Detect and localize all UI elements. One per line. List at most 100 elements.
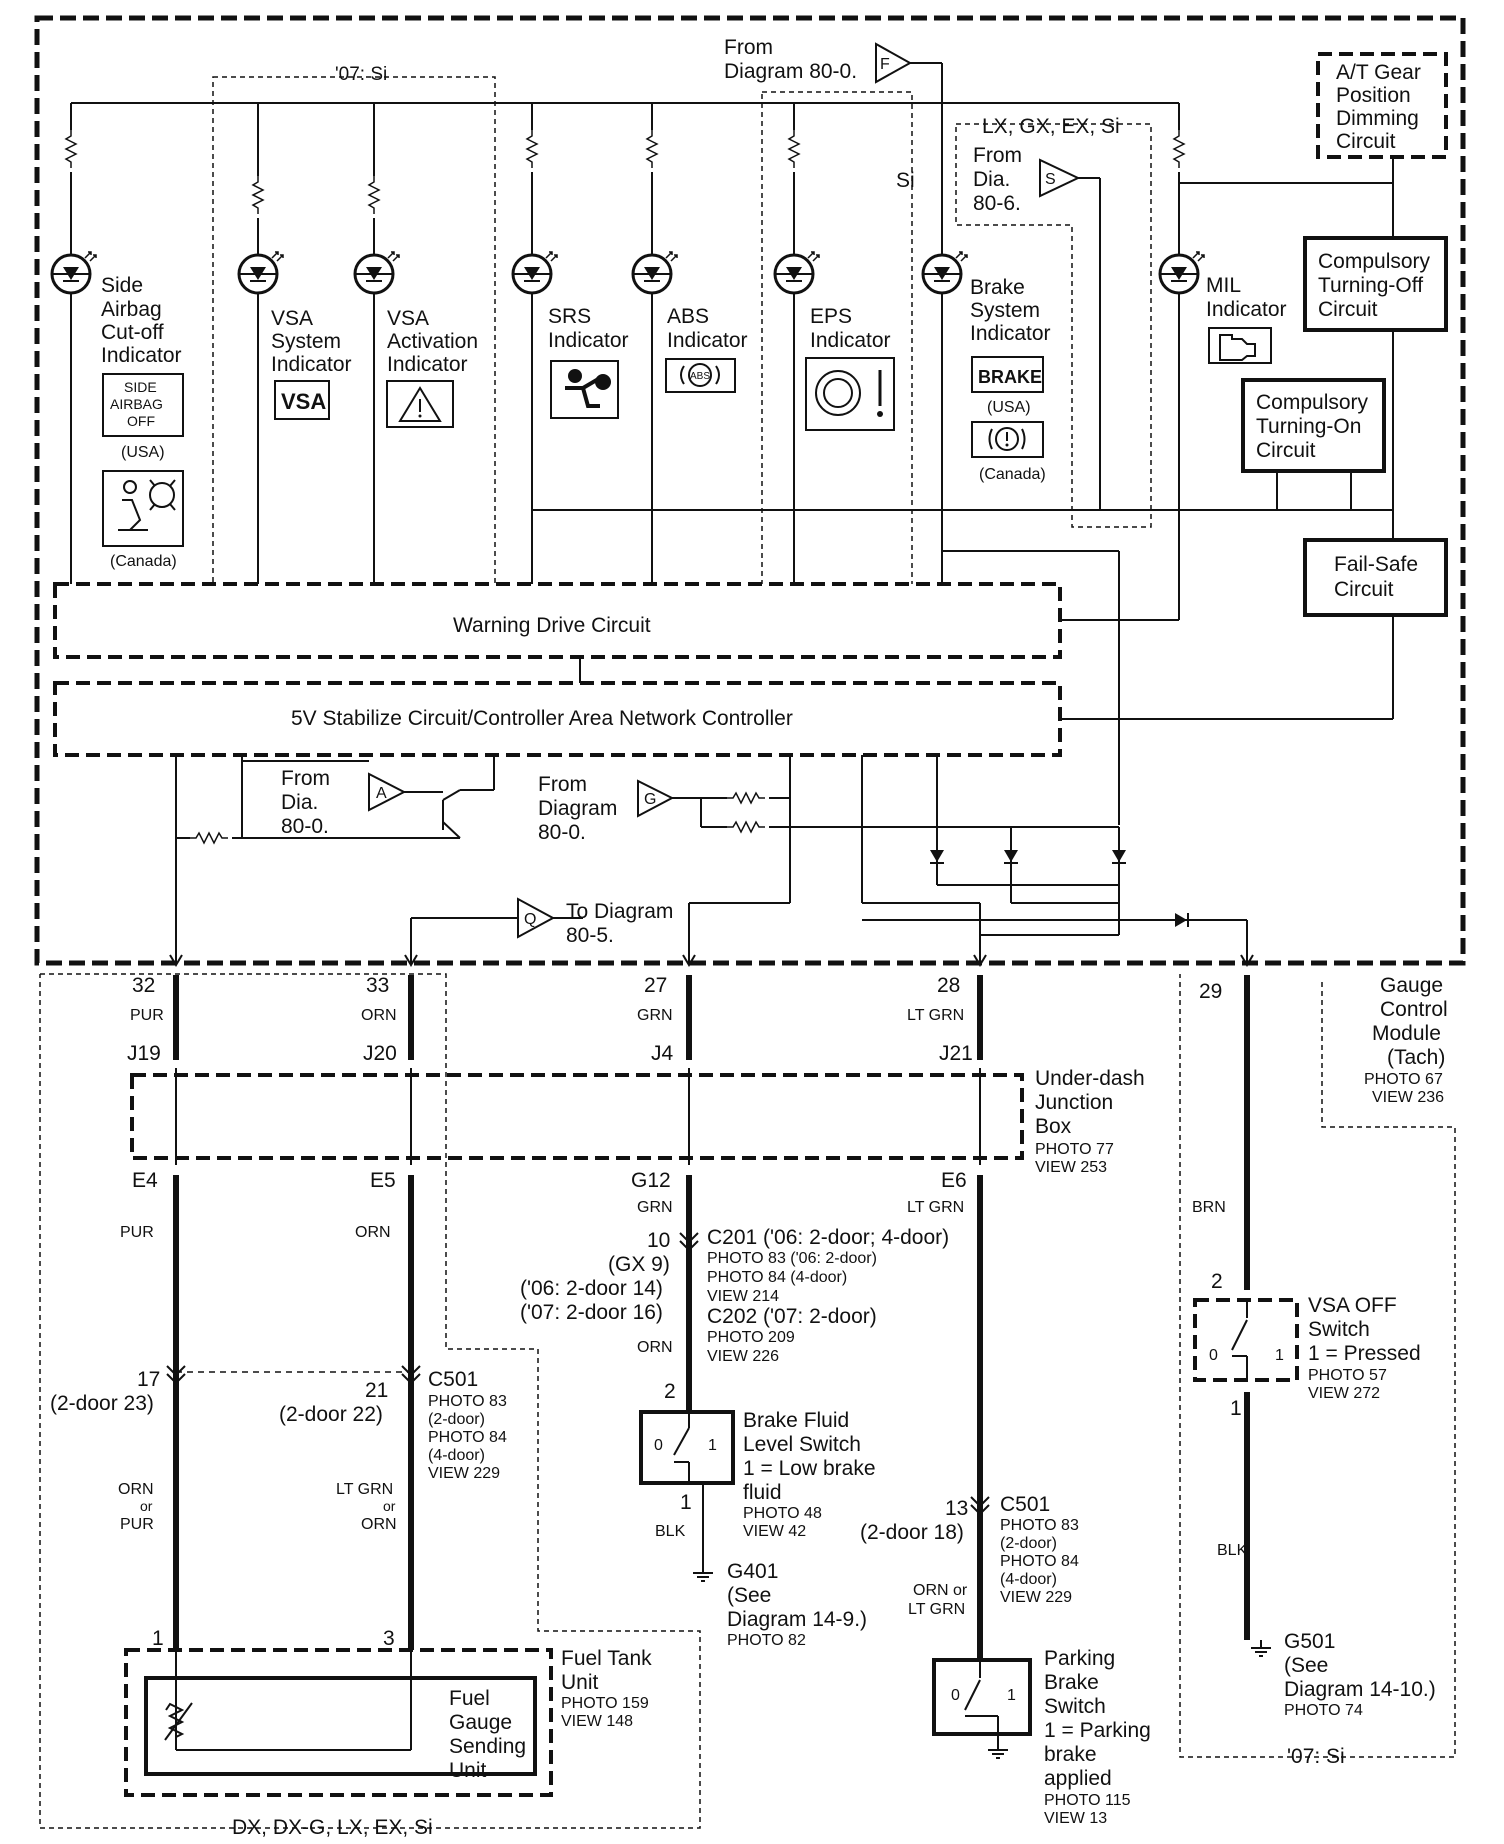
svg-text:ABS: ABS — [667, 305, 709, 328]
warning-drive-circuit: Warning Drive Circuit — [53, 582, 1062, 659]
connector-c501-left: 17 (2-door 23) 21 (2-door 22) C501 PHOTO… — [50, 1365, 507, 1482]
svg-text:Brake: Brake — [970, 276, 1025, 299]
svg-text:BRN: BRN — [1192, 1199, 1226, 1216]
svg-text:brake: brake — [1044, 1743, 1097, 1766]
svg-text:Indicator: Indicator — [667, 329, 748, 352]
svg-text:Circuit: Circuit — [1256, 439, 1316, 462]
svg-text:PHOTO 83: PHOTO 83 — [1000, 1517, 1079, 1534]
svg-text:A: A — [376, 785, 387, 802]
svg-text:Diagram 80-0.: Diagram 80-0. — [724, 60, 857, 83]
svg-text:Side: Side — [101, 274, 143, 297]
svg-text:Brake: Brake — [1044, 1671, 1099, 1694]
svg-text:System: System — [970, 299, 1040, 322]
col-vsa-system — [237, 103, 285, 584]
svg-text:E4: E4 — [132, 1169, 158, 1192]
svg-text:(2-door 22): (2-door 22) — [279, 1403, 383, 1426]
col-brake — [921, 103, 969, 584]
svg-text:PHOTO 48: PHOTO 48 — [743, 1505, 822, 1522]
ref-a: A From Dia. 80-0. — [242, 755, 495, 839]
svg-text:PUR: PUR — [120, 1224, 154, 1241]
svg-text:1: 1 — [708, 1437, 717, 1454]
svg-text:Indicator: Indicator — [1206, 298, 1287, 321]
stabilize-can-circuit: 5V Stabilize Circuit/Controller Area Net… — [53, 681, 1062, 757]
svg-text:E5: E5 — [370, 1169, 396, 1192]
svg-text:From: From — [538, 773, 587, 796]
svg-text:Gauge: Gauge — [1380, 974, 1443, 997]
svg-text:LT GRN: LT GRN — [907, 1199, 964, 1216]
wire-color-orn-pur: ORN or PUR — [118, 1481, 154, 1533]
svg-text:PHOTO 84: PHOTO 84 — [428, 1429, 507, 1446]
label-srs: SRS Indicator — [548, 305, 629, 352]
svg-text:Indicator: Indicator — [271, 353, 352, 376]
svg-text:or: or — [383, 1498, 396, 1514]
svg-text:PUR: PUR — [120, 1516, 154, 1533]
svg-text:Indicator: Indicator — [387, 353, 468, 376]
svg-text:PHOTO 77: PHOTO 77 — [1035, 1141, 1114, 1158]
svg-text:PHOTO 82: PHOTO 82 — [727, 1632, 806, 1649]
svg-text:ORN: ORN — [637, 1339, 673, 1356]
svg-text:Brake Fluid: Brake Fluid — [743, 1409, 849, 1432]
svg-text:Unit: Unit — [449, 1759, 487, 1782]
svg-text:PHOTO 67: PHOTO 67 — [1364, 1071, 1443, 1088]
svg-text:Diagram 14-10.): Diagram 14-10.) — [1284, 1678, 1436, 1701]
svg-text:G12: G12 — [631, 1169, 671, 1192]
col-abs — [631, 103, 679, 584]
svg-text:Q: Q — [524, 911, 536, 928]
svg-text:fluid: fluid — [743, 1481, 782, 1504]
svg-text:Control: Control — [1380, 998, 1448, 1021]
warning-triangle-icon — [386, 380, 454, 428]
svg-text:Warning Drive Circuit: Warning Drive Circuit — [453, 614, 651, 637]
side-airbag-off-icon: SIDE AIRBAG OFF (USA) — [102, 373, 184, 461]
svg-text:Turning-On: Turning-On — [1256, 415, 1361, 438]
svg-text:J19: J19 — [127, 1042, 161, 1065]
svg-text:MIL: MIL — [1206, 274, 1241, 297]
svg-text:Dimming: Dimming — [1336, 107, 1419, 130]
svg-text:1 = Parking: 1 = Parking — [1044, 1719, 1151, 1742]
label-brake: Brake System Indicator — [970, 276, 1051, 345]
vsa-off-switch: 2 0 1 VSA OFF Switch 1 = Pressed PHOTO 5… — [1193, 1270, 1421, 1420]
svg-text:PHOTO 159: PHOTO 159 — [561, 1695, 649, 1712]
label-mil: MIL Indicator — [1206, 274, 1287, 321]
svg-text:Indicator: Indicator — [810, 329, 891, 352]
under-dash-junction-box: Under-dash Junction Box PHOTO 77 VIEW 25… — [130, 1067, 1145, 1176]
svg-text:(4-door): (4-door) — [1000, 1571, 1057, 1588]
label-vsa-system: VSA System Indicator — [271, 307, 352, 376]
svg-text:Indicator: Indicator — [970, 322, 1051, 345]
svg-text:Diagram: Diagram — [538, 797, 617, 820]
variant-box-bottom-left — [39, 973, 701, 1829]
svg-text:PHOTO 83: PHOTO 83 — [428, 1393, 507, 1410]
svg-text:Switch: Switch — [1044, 1695, 1106, 1718]
svg-text:VIEW 42: VIEW 42 — [743, 1523, 806, 1540]
svg-text:ABS: ABS — [690, 371, 710, 382]
svg-text:OFF: OFF — [127, 413, 155, 429]
svg-text:Position: Position — [1336, 84, 1411, 107]
svg-text:G: G — [644, 791, 656, 808]
svg-text:C501: C501 — [428, 1368, 478, 1391]
ref-s: S From Dia. 80-6. — [973, 144, 1101, 510]
svg-text:(See: (See — [1284, 1654, 1328, 1677]
svg-text:(USA): (USA) — [121, 444, 165, 461]
svg-text:(Canada): (Canada) — [979, 466, 1046, 483]
svg-text:VIEW 229: VIEW 229 — [428, 1465, 500, 1482]
svg-text:VIEW 226: VIEW 226 — [707, 1348, 779, 1365]
svg-text:Switch: Switch — [1308, 1318, 1370, 1341]
connector-c201: 10 (GX 9) ('06: 2-door 14) ('07: 2-door … — [520, 1226, 949, 1365]
gauge-module-box — [34, 15, 1466, 966]
svg-text:PHOTO 84 (4-door): PHOTO 84 (4-door) — [707, 1269, 847, 1286]
svg-text:80-0.: 80-0. — [281, 815, 329, 838]
variant-label-bottom-right: '07: Si — [1287, 1745, 1345, 1768]
svg-text:2: 2 — [664, 1380, 676, 1403]
svg-text:Compulsory: Compulsory — [1256, 391, 1369, 414]
srs-airbag-icon — [550, 360, 619, 419]
svg-text:VIEW 214: VIEW 214 — [707, 1288, 779, 1305]
col-srs — [511, 103, 559, 584]
svg-text:Parking: Parking — [1044, 1647, 1115, 1670]
svg-text:VIEW 148: VIEW 148 — [561, 1713, 633, 1730]
label-abs: ABS Indicator — [667, 305, 748, 352]
svg-text:(2-door 23): (2-door 23) — [50, 1392, 154, 1415]
label-vsa-activation: VSA Activation Indicator — [387, 307, 478, 376]
wire-color-orn-ltgrn: ORN or LT GRN — [908, 1582, 968, 1618]
svg-text:5V Stabilize Circuit/Controlle: 5V Stabilize Circuit/Controller Area Net… — [291, 707, 793, 730]
svg-text:(GX 9): (GX 9) — [608, 1253, 670, 1276]
